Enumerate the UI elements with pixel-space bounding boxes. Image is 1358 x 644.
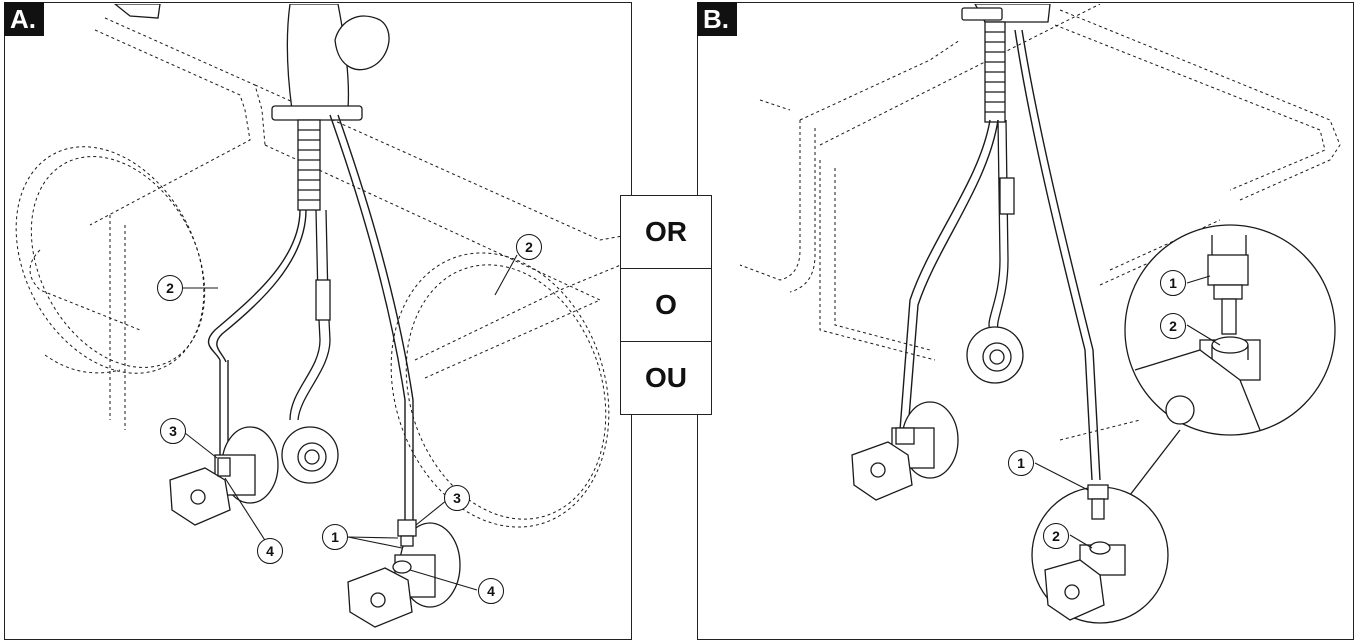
faucet-body: [961, 4, 1051, 123]
panel-b-drawing: [739, 4, 1341, 624]
shutoff-valves: [169, 426, 461, 628]
supply-hoses: [899, 29, 1101, 481]
spray-hose-weight: [966, 119, 1024, 384]
callout-a-nut-right: 3: [444, 485, 470, 511]
callout-b-nut: 1: [1008, 450, 1034, 476]
callout-a-hose-left: 2: [157, 275, 183, 301]
leader-lines: [183, 254, 518, 591]
callout-b-detail-nut: 1: [1160, 270, 1186, 296]
callout-a-hose-right: 2: [516, 234, 542, 260]
faucet-body: [113, 4, 390, 121]
panel-b-label: B.: [697, 2, 737, 36]
or-label-en: OR: [645, 216, 687, 247]
panel-a-drawing: [15, 4, 629, 628]
or-label-es: O: [621, 268, 711, 341]
callout-a-valve-right: 4: [478, 578, 504, 604]
leader-lines: [1034, 275, 1221, 549]
threaded-shank: [297, 119, 321, 211]
sink-outline-dashed: [29, 17, 629, 430]
panel-a-label: A.: [4, 2, 44, 36]
detail-circle-small: [1031, 429, 1181, 624]
callout-a-connector: 1: [322, 524, 348, 550]
detail-circle-large: [1124, 224, 1336, 436]
spray-hose-weight: [281, 209, 339, 484]
hose-loops-dashed: [15, 146, 610, 528]
callout-b-outlet: 2: [1043, 523, 1069, 549]
callout-a-valve-left: 4: [257, 538, 283, 564]
supply-hoses: [207, 114, 414, 520]
callout-b-detail-outlet: 2: [1160, 313, 1186, 339]
or-label-fr: OU: [621, 341, 711, 414]
sink-outline-dashed: [739, 4, 1341, 441]
shutoff-valve-left: [851, 401, 959, 501]
or-separator-box: OR O OU: [620, 195, 712, 415]
callout-a-nut-left: 3: [160, 418, 186, 444]
